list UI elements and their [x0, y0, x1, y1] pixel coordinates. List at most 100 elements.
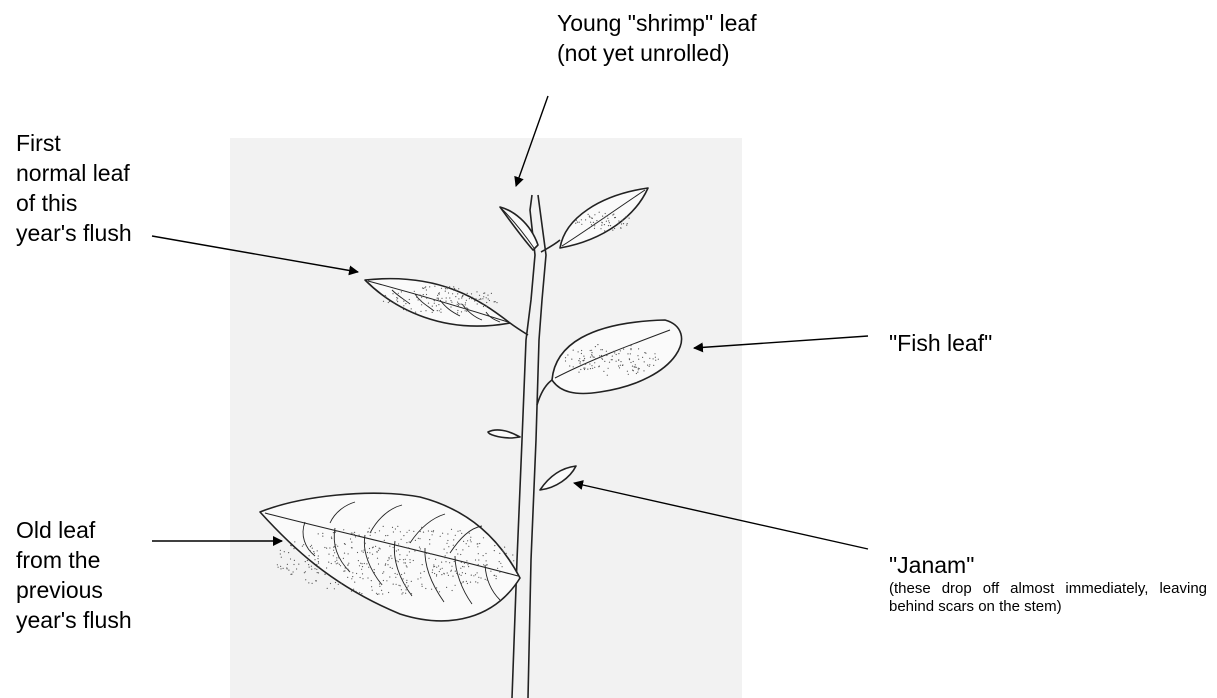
stipple-dot: [436, 305, 437, 306]
stipple-dot: [348, 569, 349, 570]
stipple-dot: [426, 294, 427, 295]
stipple-dot: [487, 295, 488, 296]
stipple-dot: [380, 548, 381, 549]
stipple-dot: [607, 218, 608, 219]
stipple-dot: [383, 301, 384, 302]
stipple-dot: [406, 580, 407, 581]
stipple-dot: [487, 580, 488, 581]
stipple-dot: [581, 353, 582, 354]
stipple-dot: [486, 302, 487, 303]
stipple-dot: [433, 531, 434, 532]
stipple-dot: [618, 365, 619, 366]
stipple-dot: [378, 550, 379, 551]
stipple-dot: [453, 545, 454, 546]
stipple-dot: [309, 555, 310, 556]
stipple-dot: [318, 563, 319, 564]
stipple-dot: [587, 369, 588, 370]
stipple-dot: [571, 359, 572, 360]
stipple-dot: [405, 559, 406, 560]
stipple-dot: [406, 565, 407, 566]
stipple-dot: [589, 363, 590, 364]
stipple-dot: [378, 563, 379, 564]
stipple-dot: [418, 538, 419, 539]
stipple-dot: [409, 541, 410, 542]
stipple-dot: [423, 532, 424, 533]
stipple-dot: [565, 357, 566, 358]
stipple-dot: [569, 365, 570, 366]
stipple-dot: [399, 559, 400, 560]
stipple-dot: [397, 301, 398, 302]
stipple-dot: [458, 305, 459, 306]
stipple-dot: [383, 526, 384, 527]
stipple-dot: [616, 361, 617, 362]
stipple-dot: [377, 551, 378, 552]
stipple-dot: [376, 593, 377, 594]
stipple-dot: [400, 577, 401, 578]
stipple-dot: [314, 568, 315, 569]
stipple-dot: [338, 584, 339, 585]
stipple-dot: [409, 559, 410, 560]
stipple-dot: [513, 560, 514, 561]
stipple-dot: [431, 531, 432, 532]
stipple-dot: [637, 372, 638, 373]
stipple-dot: [413, 531, 414, 532]
stipple-dot: [591, 352, 592, 353]
stipple-dot: [407, 555, 408, 556]
stipple-dot: [440, 569, 441, 570]
stipple-dot: [324, 547, 325, 548]
stipple-dot: [352, 533, 353, 534]
stipple-dot: [318, 533, 319, 534]
stipple-dot: [472, 297, 473, 298]
stipple-dot: [483, 564, 484, 565]
stipple-dot: [370, 535, 371, 536]
stipple-dot: [406, 532, 407, 533]
stipple-dot: [578, 360, 579, 361]
stipple-dot: [439, 294, 440, 295]
stipple-dot: [480, 577, 481, 578]
stipple-dot: [439, 571, 440, 572]
stipple-dot: [421, 297, 422, 298]
stipple-dot: [612, 214, 613, 215]
stipple-dot: [453, 290, 454, 291]
stipple-dot: [404, 573, 405, 574]
stipple-dot: [351, 591, 352, 592]
stipple-dot: [409, 551, 410, 552]
stipple-dot: [583, 356, 584, 357]
stipple-dot: [457, 553, 458, 554]
stipple-dot: [618, 353, 619, 354]
stipple-dot: [422, 287, 423, 288]
stipple-dot: [435, 559, 436, 560]
stipple-dot: [653, 358, 654, 359]
stipple-dot: [402, 592, 403, 593]
stipple-dot: [319, 567, 320, 568]
stipple-dot: [446, 552, 447, 553]
stipple-dot: [335, 532, 336, 533]
stipple-dot: [401, 574, 402, 575]
stipple-dot: [420, 548, 421, 549]
stipple-dot: [455, 585, 456, 586]
stipple-dot: [469, 298, 470, 299]
stipple-dot: [630, 345, 631, 346]
stipple-dot: [408, 547, 409, 548]
stipple-dot: [627, 223, 628, 224]
stipple-dot: [328, 562, 329, 563]
stipple-dot: [434, 585, 435, 586]
stipple-dot: [608, 368, 609, 369]
stipple-dot: [434, 573, 435, 574]
stipple-dot: [601, 355, 602, 356]
stipple-dot: [643, 370, 644, 371]
stipple-dot: [494, 550, 495, 551]
label-shrimp-leaf: Young "shrimp" leaf (not yet unrolled): [557, 8, 757, 68]
stipple-dot: [459, 574, 460, 575]
stipple-dot: [317, 572, 318, 573]
stipple-dot: [368, 567, 369, 568]
stipple-dot: [445, 555, 446, 556]
stipple-dot: [466, 300, 467, 301]
stipple-dot: [438, 299, 439, 300]
stipple-dot: [593, 356, 594, 357]
stipple-dot: [490, 571, 491, 572]
stipple-dot: [588, 214, 589, 215]
stipple-dot: [471, 293, 472, 294]
stipple-dot: [385, 295, 386, 296]
stipple-dot: [608, 225, 609, 226]
